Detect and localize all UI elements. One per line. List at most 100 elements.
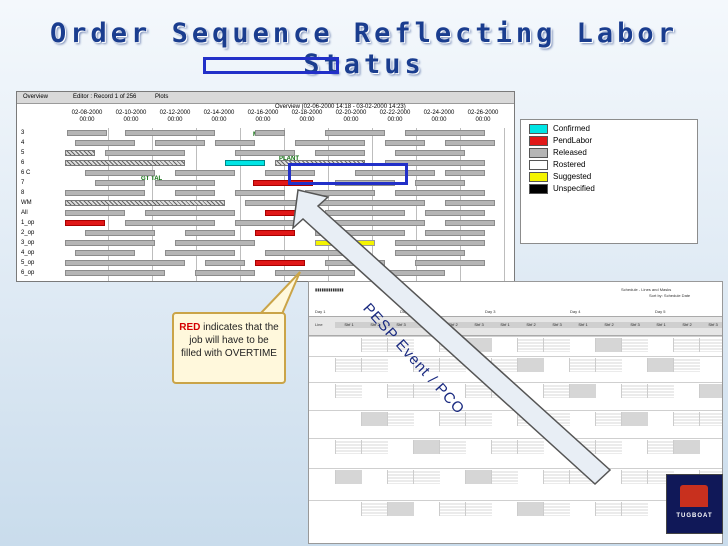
gantt-task-bar[interactable] — [375, 270, 445, 276]
gantt-task-bar[interactable] — [265, 210, 305, 216]
gantt-task-bar[interactable] — [175, 170, 235, 176]
gantt-task-bar[interactable] — [425, 230, 485, 236]
gantt-task-bar[interactable] — [205, 260, 245, 266]
report-cell — [439, 502, 466, 516]
gantt-task-bar[interactable] — [105, 150, 185, 156]
gantt-task-bar[interactable] — [395, 240, 485, 246]
gantt-task-bar[interactable] — [125, 130, 215, 136]
gantt-task-bar[interactable] — [425, 210, 485, 216]
gantt-plot-area[interactable]: MANS PLANT GT TAL OVENS 5 — [65, 128, 514, 281]
gantt-task-bar[interactable] — [325, 260, 385, 266]
report-cell — [491, 384, 518, 398]
gantt-task-bar[interactable] — [315, 240, 375, 246]
gantt-task-bar[interactable] — [85, 230, 155, 236]
gantt-date-axis: Overview (02-06-2000 14:18 - 03-02-2000 … — [65, 104, 514, 128]
report-cell — [543, 338, 570, 352]
gantt-task-bar[interactable] — [75, 250, 135, 256]
gantt-task-bar[interactable] — [155, 180, 215, 186]
gantt-task-bar[interactable] — [235, 150, 295, 156]
legend-label: Released — [553, 148, 587, 157]
callout-red-word: RED — [179, 322, 201, 333]
report-shift-header: Shf 3 — [543, 322, 571, 328]
gantt-task-bar[interactable] — [85, 170, 155, 176]
report-cell — [387, 470, 414, 484]
gantt-task-bar[interactable] — [67, 130, 107, 136]
report-day-header: Day 5 — [655, 309, 666, 314]
gantt-task-bar[interactable] — [275, 270, 355, 276]
gantt-task-bar[interactable] — [445, 220, 495, 226]
gantt-task-bar[interactable] — [95, 180, 145, 186]
gantt-task-bar[interactable] — [295, 140, 365, 146]
gantt-task-bar[interactable] — [65, 220, 105, 226]
gantt-task-bar[interactable] — [325, 130, 385, 136]
gantt-task-bar[interactable] — [395, 250, 465, 256]
report-cell — [595, 358, 622, 372]
report-cell — [621, 470, 648, 484]
gantt-task-bar[interactable] — [65, 270, 165, 276]
report-cell — [517, 338, 544, 352]
report-cell — [595, 338, 622, 352]
row-label: 8 — [21, 190, 25, 196]
gantt-task-bar[interactable] — [195, 270, 255, 276]
gantt-task-bar[interactable] — [395, 150, 465, 156]
gantt-task-bar[interactable] — [175, 190, 215, 196]
gantt-task-bar[interactable] — [315, 150, 365, 156]
report-cell — [465, 338, 492, 352]
row-label: 4 — [21, 140, 25, 146]
gantt-task-bar[interactable] — [395, 190, 485, 196]
report-shift-header: Shf 3 — [465, 322, 493, 328]
gantt-task-bar[interactable] — [65, 190, 145, 196]
gantt-task-bar[interactable] — [65, 240, 155, 246]
gantt-task-bar[interactable] — [65, 200, 225, 206]
report-cell — [361, 338, 388, 352]
gantt-task-bar[interactable] — [265, 250, 365, 256]
gantt-task-bar[interactable] — [235, 220, 295, 226]
gantt-toolbar: Overview Editor : Record 1 of 256 Plots — [17, 92, 514, 104]
gantt-task-bar[interactable] — [225, 160, 265, 166]
gantt-task-bar[interactable] — [255, 230, 295, 236]
gantt-task-bar[interactable] — [255, 260, 305, 266]
gantt-task-bar[interactable] — [445, 170, 485, 176]
gantt-task-bar[interactable] — [235, 190, 285, 196]
gantt-task-bar[interactable] — [185, 230, 235, 236]
gantt-task-bar[interactable] — [65, 160, 185, 166]
gantt-task-bar[interactable] — [65, 210, 125, 216]
gantt-task-bar[interactable] — [65, 150, 95, 156]
gantt-task-bar[interactable] — [315, 230, 405, 236]
gantt-task-bar[interactable] — [255, 130, 285, 136]
gantt-task-bar[interactable] — [385, 140, 425, 146]
report-cell — [361, 440, 388, 454]
gantt-task-bar[interactable] — [65, 260, 185, 266]
gantt-task-bar[interactable] — [445, 200, 495, 206]
gantt-task-bar[interactable] — [145, 210, 235, 216]
gantt-task-bar[interactable] — [445, 140, 495, 146]
legend-label: Suggested — [553, 172, 592, 181]
callout-text: RED indicates that the job will have to … — [178, 321, 280, 360]
gantt-task-bar[interactable] — [355, 170, 435, 176]
gantt-task-bar[interactable] — [245, 200, 305, 206]
report-row-divider — [309, 438, 722, 439]
plots-tab[interactable]: Plots — [155, 94, 169, 100]
gantt-task-bar[interactable] — [315, 200, 425, 206]
gantt-task-bar[interactable] — [305, 190, 375, 196]
report-cell — [517, 502, 544, 516]
gantt-task-bar[interactable] — [325, 220, 425, 226]
gantt-task-bar[interactable] — [125, 220, 215, 226]
gantt-task-bar[interactable] — [415, 180, 465, 186]
gantt-task-bar[interactable] — [75, 140, 135, 146]
gantt-task-bar[interactable] — [155, 140, 205, 146]
editor-tab[interactable]: Editor : Record 1 of 256 — [73, 94, 137, 100]
report-cell — [699, 338, 722, 352]
overview-tab[interactable]: Overview — [23, 94, 49, 100]
gantt-task-bar[interactable] — [175, 240, 255, 246]
overtime-callout: RED indicates that the job will have to … — [172, 312, 286, 384]
gantt-task-bar[interactable] — [215, 140, 255, 146]
gantt-task-bar[interactable] — [415, 260, 485, 266]
gantt-task-bar[interactable] — [165, 250, 235, 256]
gantt-task-bar[interactable] — [325, 210, 405, 216]
legend-swatch — [529, 184, 548, 194]
gantt-task-bar[interactable] — [405, 130, 485, 136]
